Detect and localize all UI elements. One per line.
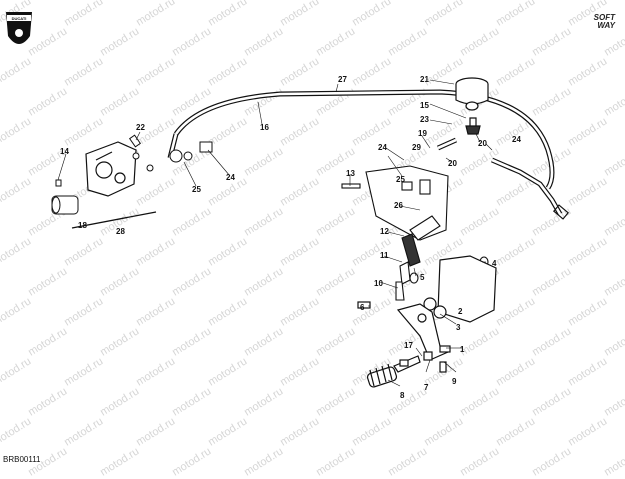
hydraulic-hose	[167, 89, 570, 220]
callout-10: 10	[374, 279, 383, 288]
callout-2: 2	[458, 307, 463, 316]
callout-22: 22	[136, 123, 145, 132]
callout-24a: 24	[512, 135, 521, 144]
callout-6: 6	[360, 303, 365, 312]
callout-5: 5	[420, 273, 425, 282]
callout-1: 1	[460, 345, 465, 354]
callout-12: 12	[380, 227, 389, 236]
callout-28: 28	[116, 227, 125, 236]
exploded-view: DUCATI	[6, 12, 570, 400]
ducati-logo: DUCATI	[6, 12, 32, 44]
callout-27: 27	[338, 75, 347, 84]
leader-lines	[57, 79, 493, 387]
callout-17: 17	[404, 341, 413, 350]
callout-19: 19	[418, 129, 427, 138]
callout-24b: 24	[378, 143, 387, 152]
brake-caliper	[85, 141, 137, 197]
callout-16: 16	[260, 123, 269, 132]
brake-pedal	[357, 255, 497, 388]
pedal-linkage	[341, 165, 489, 301]
softway-logo: SOFT WAY	[593, 13, 615, 30]
callout-20b: 20	[448, 159, 457, 168]
brake-reservoir	[455, 77, 489, 135]
callout-8: 8	[400, 391, 405, 400]
caliper-fasteners	[51, 134, 213, 215]
callout-20a: 20	[478, 139, 487, 148]
callout-25a: 25	[396, 175, 405, 184]
callout-26: 26	[394, 201, 403, 210]
svg-text:DUCATI: DUCATI	[12, 16, 27, 21]
callout-23: 23	[420, 115, 429, 124]
callout-24c: 24	[226, 173, 235, 182]
callout-29: 29	[412, 143, 421, 152]
callout-3: 3	[456, 323, 461, 332]
diagram-code: BRB00111	[3, 455, 41, 464]
callout-25b: 25	[192, 185, 201, 194]
callout-4: 4	[492, 259, 497, 268]
callout-14: 14	[60, 147, 69, 156]
callout-11: 11	[380, 251, 389, 260]
callout-13: 13	[346, 169, 355, 178]
callout-15: 15	[420, 101, 429, 110]
callout-labels: 27 21 16 15 23 22 19 20 24 14 29 20 24 2…	[60, 75, 521, 400]
callout-18: 18	[78, 221, 87, 230]
callout-7: 7	[424, 383, 429, 392]
callout-9: 9	[452, 377, 457, 386]
group-bracket	[71, 211, 157, 229]
callout-21: 21	[420, 75, 429, 84]
